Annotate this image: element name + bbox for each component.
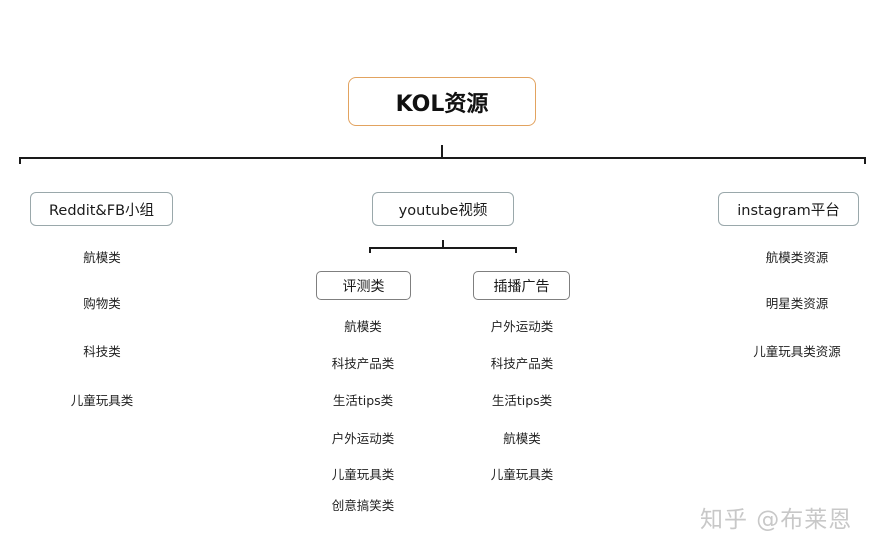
leaf-item: 科技类	[83, 344, 121, 359]
leaf-item: 科技产品类	[490, 356, 554, 371]
leaf-item: 购物类	[83, 296, 121, 311]
root-node-kol-resources: KOL资源	[348, 77, 536, 126]
branch-label: Reddit&FB小组	[48, 202, 155, 219]
leaf-item: 儿童玩具类	[331, 467, 395, 482]
leaf-item: 儿童玩具类	[490, 467, 554, 482]
leaf-item: 明星类资源	[765, 296, 829, 311]
root-node-label: KOL资源	[395, 91, 489, 117]
leaf-item: 科技产品类	[331, 356, 395, 371]
leaf-item: 航模类	[503, 431, 541, 446]
subbranch-reviews: 评测类	[316, 271, 411, 300]
branch-label: youtube视频	[398, 202, 488, 219]
leaf-item: 航模类	[83, 250, 121, 265]
subbranch-label: 评测类	[342, 278, 385, 295]
connector-root-stem	[441, 145, 443, 158]
subbranch-inserted-ads: 插播广告	[473, 271, 570, 300]
leaf-item: 生活tips类	[491, 393, 553, 408]
leaf-item: 创意搞笑类	[331, 498, 395, 513]
leaf-item: 户外运动类	[490, 319, 554, 334]
connector-youtube-right-tick	[515, 247, 517, 253]
watermark: 知乎 @布莱恩	[700, 507, 853, 533]
connector-youtube-left-tick	[369, 247, 371, 253]
connector-right-tick	[864, 157, 866, 164]
leaf-item: 航模类资源	[765, 250, 829, 265]
leaf-item: 生活tips类	[332, 393, 394, 408]
leaf-item: 儿童玩具类资源	[753, 344, 841, 359]
leaf-item: 儿童玩具类	[70, 393, 134, 408]
connector-youtube-bar	[369, 247, 516, 249]
subbranch-label: 插播广告	[493, 278, 550, 295]
branch-instagram-platform: instagram平台	[718, 192, 859, 226]
connector-root-bar	[19, 157, 866, 159]
connector-left-tick	[19, 157, 21, 164]
branch-reddit-fb-groups: Reddit&FB小组	[30, 192, 173, 226]
connector-youtube-stem	[442, 240, 444, 248]
leaf-item: 户外运动类	[331, 431, 395, 446]
branch-youtube-videos: youtube视频	[372, 192, 514, 226]
branch-label: instagram平台	[737, 202, 840, 219]
leaf-item: 航模类	[344, 319, 382, 334]
